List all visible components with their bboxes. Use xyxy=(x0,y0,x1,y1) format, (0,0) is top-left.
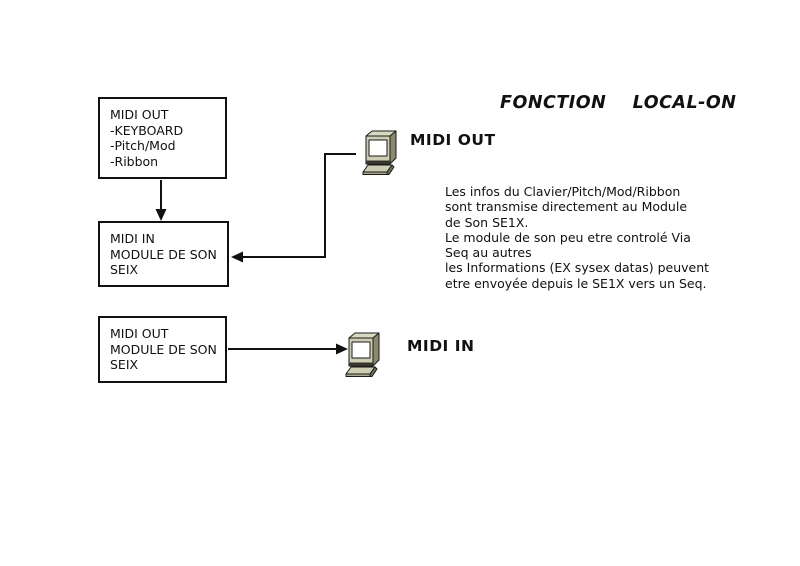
box-sound-module-midi-out: MIDI OUT MODULE DE SON SEIX xyxy=(98,316,227,383)
description-line: sont transmise directement au Module xyxy=(445,199,688,215)
box-line: MIDI IN xyxy=(110,231,155,246)
description-line: Les infos du Clavier/Pitch/Mod/Ribbon xyxy=(445,184,681,199)
computer-icon xyxy=(345,331,385,378)
box-line: SEIX xyxy=(110,357,139,372)
arrow-keyboard-to-module xyxy=(155,180,167,221)
arrow-module-to-sequencer xyxy=(228,343,348,355)
box-sound-module-midi-in: MIDI IN MODULE DE SON SEIX xyxy=(98,221,229,287)
box-keyboard-midi-out: MIDI OUT -KEYBOARD -Pitch/Mod -Ribbon xyxy=(98,97,227,179)
description-line: Le module de son peu etre controlé Via xyxy=(445,229,691,245)
box-line: SEIX xyxy=(110,262,139,277)
box-line: MODULE DE SON xyxy=(110,246,217,262)
description-text: Les infos du Clavier/Pitch/Mod/Ribbon so… xyxy=(445,184,709,291)
description-line: de Son SE1X. xyxy=(445,214,529,230)
midi-out-label: MIDI OUT xyxy=(410,131,496,149)
box-line: -KEYBOARD xyxy=(110,122,184,138)
box-line: MIDI OUT xyxy=(110,107,169,122)
box-line: -Pitch/Mod xyxy=(110,138,176,153)
arrow-sequencer-to-module xyxy=(231,153,356,263)
description-line: Seq au autres xyxy=(445,245,532,261)
box-line: MODULE DE SON xyxy=(110,341,217,357)
box-line: -Ribbon xyxy=(110,153,159,169)
computer-icon xyxy=(362,129,402,176)
description-line: etre envoyée depuis le SE1X vers un Seq. xyxy=(445,275,707,291)
description-line: les Informations (EX sysex datas) peuven… xyxy=(445,260,710,276)
box-line: MIDI OUT xyxy=(110,326,169,341)
page-title: FONCTION LOCAL-ON xyxy=(500,93,737,113)
midi-in-label: MIDI IN xyxy=(407,337,475,355)
